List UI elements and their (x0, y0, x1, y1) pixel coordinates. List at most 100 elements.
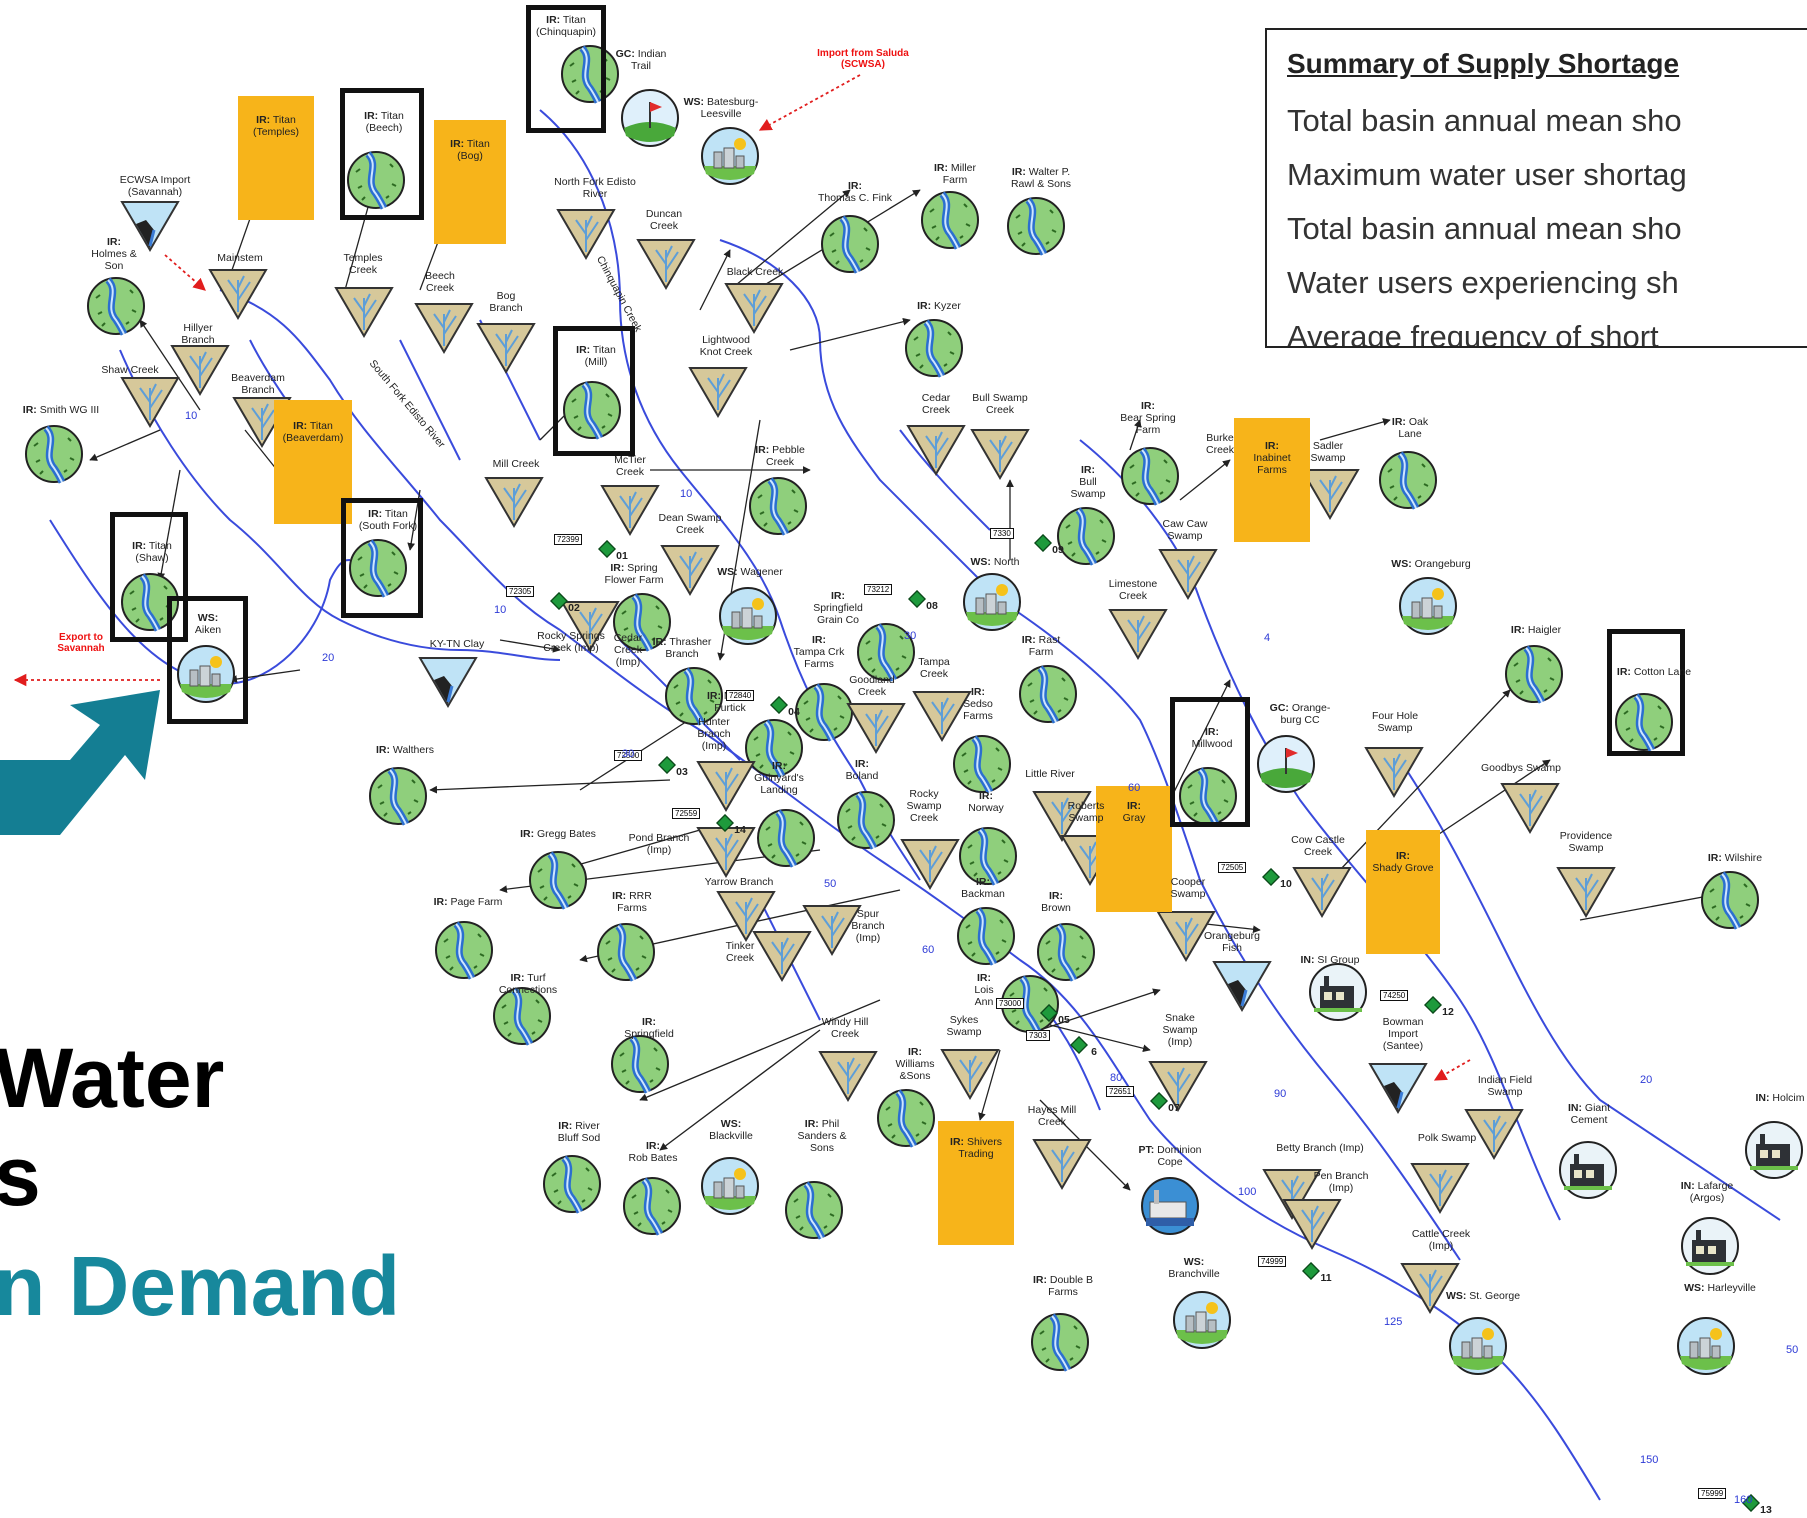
label-beech-creek[interactable]: Beech Creek (425, 270, 455, 294)
giant-cement-industry-icon[interactable] (1559, 1141, 1617, 1199)
label-black-creek[interactable]: Black Creek (726, 266, 784, 278)
label-tinker[interactable]: Tinker Creek (725, 940, 755, 964)
label-pond-branch[interactable]: Pond Branch (Imp) (628, 832, 690, 856)
beech-creek-node-icon[interactable] (415, 303, 473, 353)
label-mill-ir[interactable]: IR: Titan (Mill) (576, 344, 616, 368)
fink-irrigation-icon[interactable] (822, 216, 878, 272)
label-fink[interactable]: IR: Thomas C. Fink (817, 180, 893, 204)
label-bog-ir[interactable]: IR: Titan (Bog) (450, 138, 490, 162)
orangeburg-fish-icon[interactable] (1212, 960, 1272, 1012)
branchville-ws-icon[interactable] (1173, 1291, 1231, 1349)
label-roberts[interactable]: Roberts Swamp (1067, 800, 1105, 824)
label-mill-creek[interactable]: Mill Creek (492, 458, 540, 470)
bear-spring-irrigation-icon[interactable] (1122, 448, 1178, 504)
label-kytn[interactable]: KY-TN Clay (429, 638, 485, 650)
label-orangeburg-cc[interactable]: GC: Orange- burg CC (1269, 702, 1331, 726)
label-polk[interactable]: Polk Swamp (1417, 1132, 1477, 1144)
page-farm-irrigation-icon[interactable] (436, 922, 492, 978)
label-brown[interactable]: IR: Brown (1041, 890, 1071, 914)
label-chinquapin[interactable]: IR: Titan (Chinquapin) (535, 14, 597, 38)
label-yarrow[interactable]: Yarrow Branch (704, 876, 774, 888)
label-double-b[interactable]: IR: Double B Farms (1032, 1274, 1094, 1298)
wagener-ws-icon[interactable] (719, 587, 777, 645)
label-oak-lane[interactable]: IR: Oak Lane (1391, 416, 1429, 440)
phil-sanders-irrigation-icon[interactable] (786, 1182, 842, 1238)
label-aiken[interactable]: WS: Aiken (194, 612, 222, 636)
label-turf[interactable]: IR: Turf Connections (498, 972, 558, 996)
label-cooper[interactable]: Cooper Swamp (1170, 876, 1206, 900)
label-gregg[interactable]: IR: Gregg Bates (520, 828, 596, 840)
label-bull-swamp-ir[interactable]: IR: Bull Swamp (1070, 464, 1106, 500)
wilshire-irrigation-icon[interactable] (1702, 872, 1758, 928)
goodland-node-icon[interactable] (847, 703, 905, 753)
label-river-bluff[interactable]: IR: River Bluff Sod (557, 1120, 601, 1144)
label-ecwsa[interactable]: ECWSA Import (Savannah) (119, 174, 191, 198)
label-lightwood[interactable]: Lightwood Knot Creek (699, 334, 753, 358)
label-inabinet[interactable]: IR: Inabinet Farms (1253, 440, 1291, 476)
guinyard-irrigation-icon[interactable] (758, 810, 814, 866)
label-shaw-creek[interactable]: Shaw Creek (101, 364, 159, 376)
pen-branch-node-icon[interactable] (1283, 1199, 1341, 1249)
limestone-node-icon[interactable] (1109, 609, 1167, 659)
label-bear-spring[interactable]: IR: Bear Spring Farm (1120, 400, 1176, 436)
label-batesburg[interactable]: WS: Batesburg- Leesville (683, 96, 759, 120)
sykes-node-icon[interactable] (941, 1049, 999, 1099)
label-blackville[interactable]: WS: Blackville (709, 1118, 753, 1142)
label-williams[interactable]: IR: Williams &Sons (895, 1046, 935, 1082)
label-kyzer[interactable]: IR: Kyzer (917, 300, 961, 312)
label-st-george[interactable]: WS: St. George (1445, 1290, 1521, 1302)
mainstem-node-icon[interactable] (209, 269, 267, 319)
label-norway[interactable]: IR: Norway (968, 790, 1004, 814)
kyzer-irrigation-icon[interactable] (906, 320, 962, 376)
label-holcim[interactable]: IN: Holcim (1755, 1092, 1805, 1104)
mill-creek-node-icon[interactable] (485, 477, 543, 527)
label-hillyer[interactable]: Hillyer Branch (181, 322, 215, 346)
label-lafarge[interactable]: IN: Lafarge (Argos) (1680, 1180, 1734, 1204)
label-rocky-swamp[interactable]: Rocky Swamp Creek (906, 788, 942, 824)
label-spur[interactable]: Spur Branch (Imp) (851, 908, 885, 944)
label-harleyville[interactable]: WS: Harleyville (1684, 1282, 1756, 1294)
bowman-import-icon[interactable] (1368, 1062, 1428, 1114)
label-orangeburg-fish[interactable]: Orangeburg Fish (1203, 930, 1261, 954)
label-duncan[interactable]: Duncan Creek (645, 208, 683, 232)
hayes-mill-node-icon[interactable] (1033, 1139, 1091, 1189)
label-pen-branch[interactable]: Pen Branch (Imp) (1313, 1170, 1369, 1194)
williams-irrigation-icon[interactable] (878, 1090, 934, 1146)
goodbys-node-icon[interactable] (1501, 783, 1559, 833)
smith-irrigation-icon[interactable] (26, 426, 82, 482)
orangeburg-cc-golf-icon[interactable] (1257, 735, 1315, 793)
label-sedso[interactable]: IR: Sedso Farms (963, 686, 993, 722)
label-haigler[interactable]: IR: Haigler (1510, 624, 1562, 636)
rawl-irrigation-icon[interactable] (1008, 198, 1064, 254)
river-bluff-irrigation-icon[interactable] (544, 1156, 600, 1212)
label-indian-trail[interactable]: GC: Indian Trail (615, 48, 667, 72)
label-holmes[interactable]: IR: Holmes & Son (91, 236, 137, 272)
label-cedar-imp[interactable]: Cedar Creek (Imp) (613, 632, 643, 668)
dominion-power-icon[interactable] (1141, 1177, 1199, 1235)
cattle-creek-node-icon[interactable] (1401, 1263, 1459, 1313)
label-providence[interactable]: Providence Swamp (1559, 830, 1613, 854)
label-pebble[interactable]: IR: Pebble Creek (755, 444, 805, 468)
label-temples-creek[interactable]: Temples Creek (343, 252, 383, 276)
label-springfield[interactable]: IR: Springfield (624, 1016, 674, 1040)
label-orangeburg-ws[interactable]: WS: Orangeburg (1391, 558, 1471, 570)
four-hole-node-icon[interactable] (1365, 747, 1423, 797)
label-hunter[interactable]: Hunter Branch (Imp) (697, 716, 731, 752)
label-rrr[interactable]: IR: RRR Farms (612, 890, 652, 914)
providence-node-icon[interactable] (1557, 867, 1615, 917)
label-ws-north[interactable]: WS: North (970, 556, 1020, 568)
label-boland[interactable]: IR: Boland (845, 758, 879, 782)
label-rawl[interactable]: IR: Walter P. Rawl & Sons (1010, 166, 1072, 190)
label-four-hole[interactable]: Four Hole Swamp (1371, 710, 1419, 734)
label-goodbys[interactable]: Goodbys Swamp (1481, 762, 1561, 774)
label-caw-caw[interactable]: Caw Caw Swamp (1162, 518, 1208, 542)
label-cedar-creek[interactable]: Cedar Creek (921, 392, 951, 416)
label-rocky-springs[interactable]: Rocky Springs Creek (Imp) (537, 630, 605, 654)
label-nf-edisto[interactable]: North Fork Edisto River (554, 176, 636, 200)
haigler-irrigation-icon[interactable] (1506, 646, 1562, 702)
label-guinyard[interactable]: IR: Guinyard's Landing (754, 760, 804, 796)
si-group-industry-icon[interactable] (1309, 963, 1367, 1021)
label-thrasher[interactable]: IR: Thrasher Branch (652, 636, 712, 660)
label-smith[interactable]: IR: Smith WG III (22, 404, 100, 416)
label-wagener[interactable]: WS: Wagener (717, 566, 783, 578)
